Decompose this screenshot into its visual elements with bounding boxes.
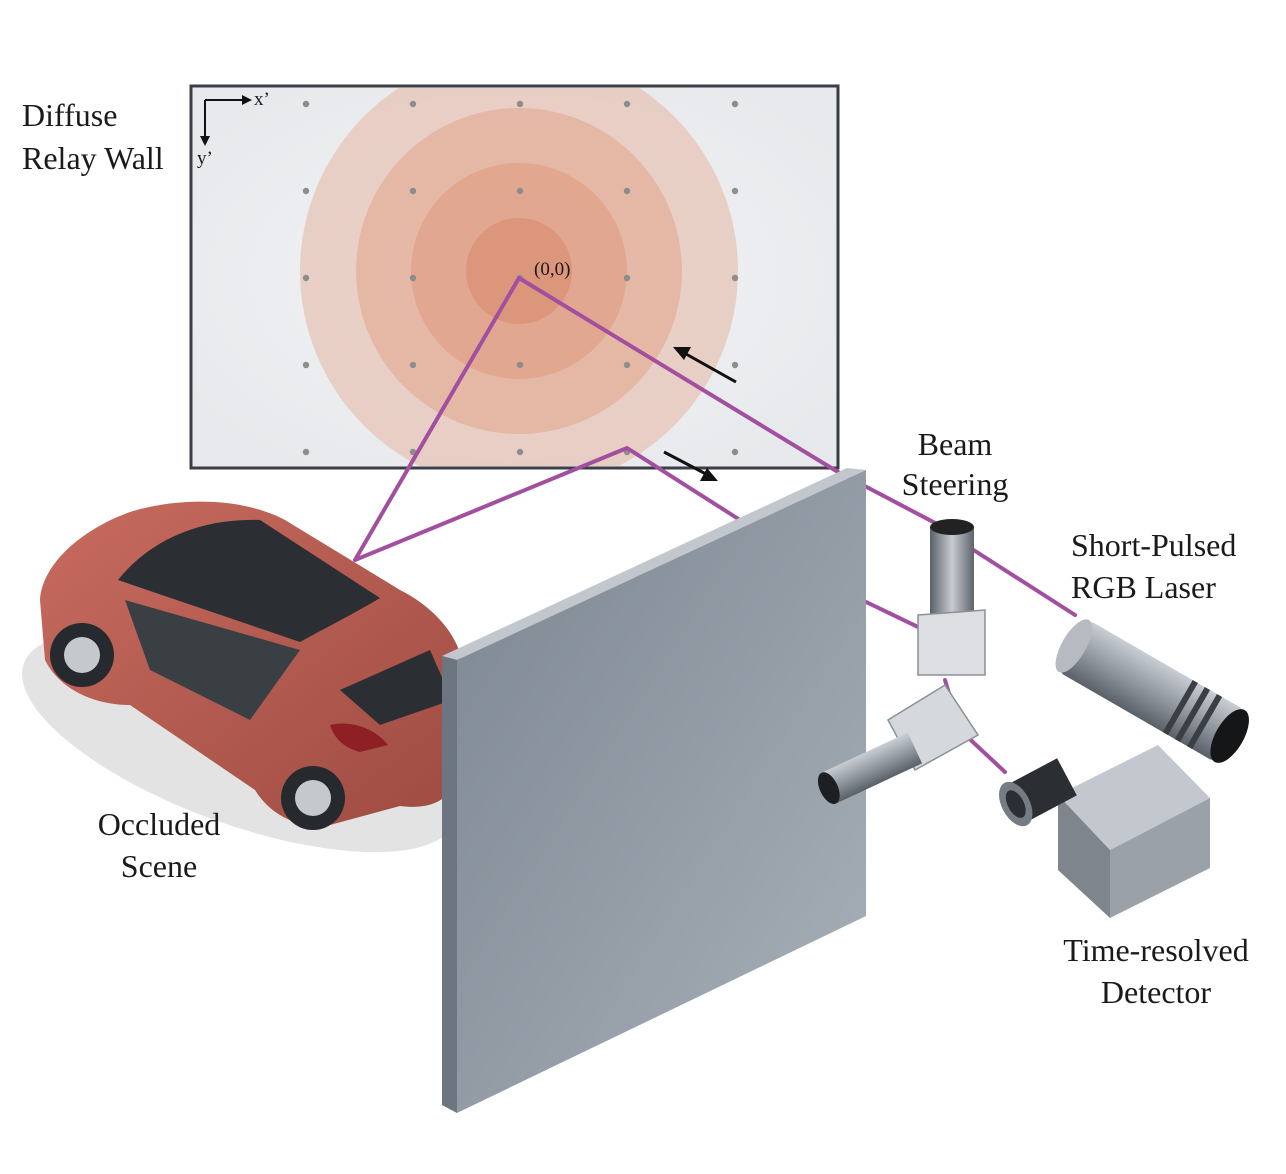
scan-point	[731, 361, 739, 369]
scan-point	[302, 448, 310, 456]
scan-point	[302, 187, 310, 195]
scan-point	[516, 448, 524, 456]
scan-point	[302, 361, 310, 369]
steering-lens	[817, 732, 923, 804]
detector-lens	[999, 758, 1077, 827]
car-tail-light	[330, 723, 388, 752]
occluded-car	[22, 501, 462, 853]
detector-left	[1058, 795, 1110, 918]
scan-point	[731, 274, 739, 282]
scan-point	[302, 100, 310, 108]
detector-label-line1: Time-resolved	[1063, 932, 1249, 968]
axis-indicator	[200, 95, 252, 146]
scan-point	[409, 361, 417, 369]
detector-label-line2: Detector	[1100, 974, 1212, 1010]
car-rear-window	[340, 650, 452, 725]
scan-point	[516, 100, 524, 108]
ring-center	[466, 218, 572, 324]
car-side-window	[125, 600, 300, 720]
scan-point	[623, 361, 631, 369]
scan-point	[516, 187, 524, 195]
beam-laser-link	[956, 538, 1077, 617]
outgoing-arrow	[663, 450, 707, 476]
scan-point	[731, 187, 739, 195]
axis-x-label: x’	[254, 89, 270, 110]
scan-point	[731, 100, 739, 108]
beam-steering-label-line1: Beam	[917, 426, 993, 462]
car-windshield	[118, 519, 380, 642]
scene-label-line2: Scene	[120, 848, 198, 884]
scan-point	[623, 100, 631, 108]
relay-wall-label-line2: Relay Wall	[22, 140, 164, 176]
scan-point	[409, 274, 417, 282]
occluder-top-edge	[442, 468, 866, 660]
scan-point	[623, 187, 631, 195]
detector-front	[1110, 798, 1210, 918]
relay-wall-label-line1: Diffuse	[22, 97, 118, 133]
car-rear-rim	[295, 780, 331, 816]
steering-mirror-block	[917, 609, 986, 676]
steering-cylinder	[930, 527, 974, 619]
beam-wall-path	[353, 276, 840, 562]
car-front-rim	[64, 637, 100, 673]
detector-top	[1058, 745, 1210, 850]
laser-aperture	[1210, 709, 1249, 763]
axis-y-label: y’	[197, 148, 213, 169]
occluder-face	[457, 470, 866, 1113]
steering-aperture	[930, 519, 974, 535]
laser-label-line1: Short-Pulsed	[1071, 527, 1237, 563]
scan-point-grid	[302, 100, 739, 456]
scan-point	[623, 274, 631, 282]
direction-arrows	[663, 347, 737, 481]
laser-label-line2: RGB Laser	[1071, 569, 1216, 605]
beam-return-path	[353, 446, 742, 562]
rgb-laser	[1055, 619, 1249, 763]
laser-body	[1060, 622, 1243, 760]
occluder-panel	[442, 468, 866, 1113]
relay-wall	[189, 84, 840, 470]
incoming-arrow	[685, 352, 737, 384]
scene-label-line1: Occluded	[97, 806, 221, 842]
origin-label: (0,0)	[534, 259, 571, 280]
scan-point	[302, 274, 310, 282]
intensity-rings	[300, 88, 738, 466]
scan-point	[409, 187, 417, 195]
occluder-side-edge	[442, 656, 457, 1113]
scan-point	[731, 448, 739, 456]
beam-steering-unit	[817, 519, 986, 804]
time-resolved-detector	[999, 745, 1210, 918]
scan-point	[516, 361, 524, 369]
beam-steering-label-line2: Steering	[901, 466, 1009, 502]
scan-point	[409, 100, 417, 108]
